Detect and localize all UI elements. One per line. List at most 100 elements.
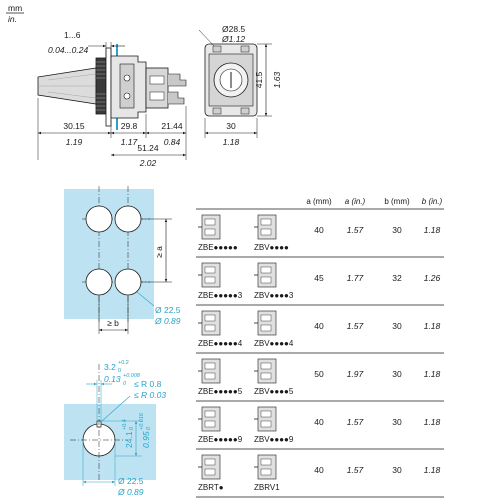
cutout-hole <box>85 268 113 296</box>
rear-view <box>204 43 258 117</box>
table-ref-primary: ZBRT● <box>198 483 224 492</box>
light-block-icon <box>254 454 277 480</box>
header-a-in: a (in.) <box>345 197 366 206</box>
table-ref-primary: ZBE●●●●●5 <box>198 387 243 396</box>
panel-range-mm: 1...6 <box>64 30 81 40</box>
table-cell-b-mm: 32 <box>392 273 402 283</box>
table-cell-a-mm: 40 <box>314 321 324 331</box>
dim-knob-in: 1.19 <box>66 137 83 147</box>
contact-block-icon <box>198 310 221 336</box>
key-tol-mm-minus: 0 <box>118 368 121 374</box>
panel-cutout-layout <box>64 186 154 322</box>
table-cell-b-in: 1.18 <box>424 321 441 331</box>
rear-height-in: 1.63 <box>272 71 282 88</box>
dim-total-in: 2.02 <box>139 158 157 168</box>
key-tol-in-plus: +0.008 <box>123 373 141 379</box>
table-cell-a-mm: 40 <box>314 465 324 475</box>
key-radius-in: ≤ R 0.03 <box>134 390 166 400</box>
depth-tol-in-minus: 0 <box>146 426 152 430</box>
contact-block-icon <box>198 358 221 384</box>
dim-body-in: 1.17 <box>121 137 138 147</box>
table-cell-b-in: 1.18 <box>424 465 441 475</box>
detail-hole-in: Ø 0.89 <box>117 487 144 497</box>
dim-total-mm: 51.24 <box>137 143 159 153</box>
table-cell-b-mm: 30 <box>392 225 402 235</box>
depth-mm: 24.1 <box>124 431 134 448</box>
detail-hole-mm: Ø 22.5 <box>118 476 144 486</box>
key-width-in: 0.13 <box>104 374 121 384</box>
dim-body-mm: 29.8 <box>121 121 138 131</box>
table-ref-primary: ZBE●●●●●4 <box>198 339 243 348</box>
dim-block-in: 0.84 <box>164 137 181 147</box>
table-cell-a-in: 1.57 <box>347 321 364 331</box>
front-view <box>37 44 187 130</box>
depth-tol-in-plus: +0.016 <box>139 412 145 430</box>
depth-tol-mm-plus: +0.4 <box>122 419 128 430</box>
cutout-hole <box>114 268 142 296</box>
cutout-hole <box>85 205 113 233</box>
contact-block-icon <box>198 406 221 432</box>
table-cell-a-in: 1.57 <box>347 417 364 427</box>
light-block-icon <box>254 214 277 240</box>
header-a-mm: a (mm) <box>306 197 332 206</box>
table-cell-a-mm: 50 <box>314 369 324 379</box>
depth-tol-mm-minus: 0 <box>129 427 135 430</box>
key-tol-mm-plus: +0.2 <box>118 360 129 366</box>
rear-height-mm: 41.5 <box>254 71 264 88</box>
panel-range-in: 0.04...0.24 <box>48 45 88 55</box>
light-block-icon <box>254 262 277 288</box>
table-cell-b-mm: 30 <box>392 417 402 427</box>
key-width-mm: 3.2 <box>104 362 116 372</box>
rear-dia-mm: Ø28.5 <box>222 24 245 34</box>
table-cell-b-mm: 30 <box>392 465 402 475</box>
table-ref-secondary: ZBRV1 <box>254 483 280 492</box>
header-b-in: b (in.) <box>422 197 443 206</box>
contact-block-icon <box>198 454 221 480</box>
light-block-icon <box>254 310 277 336</box>
cutout-hole <box>114 205 142 233</box>
table-ref-primary: ZBE●●●●● <box>198 243 238 252</box>
table-ref-secondary: ZBV●●●●3 <box>254 291 294 300</box>
table-ref-secondary: ZBV●●●●5 <box>254 387 294 396</box>
light-block-icon <box>254 406 277 432</box>
cutout-hole-in: Ø 0.89 <box>154 316 181 326</box>
table-cell-b-in: 1.18 <box>424 225 441 235</box>
cutout-hole-mm: Ø 22.5 <box>155 305 181 315</box>
table-cell-a-in: 1.97 <box>347 369 364 379</box>
table-ref-secondary: ZBV●●●● <box>254 243 289 252</box>
unit-in: in. <box>8 14 17 24</box>
dim-block-mm: 21.44 <box>161 121 183 131</box>
table-cell-b-in: 1.18 <box>424 417 441 427</box>
table-ref-primary: ZBE●●●●●9 <box>198 435 243 444</box>
table-cell-b-in: 1.26 <box>424 273 441 283</box>
cutout-a-label: ≥ a <box>154 246 164 258</box>
unit-mm: mm <box>8 3 22 13</box>
table-ref-secondary: ZBV●●●●9 <box>254 435 294 444</box>
table-cell-a-mm: 40 <box>314 225 324 235</box>
dim-knob-mm: 30.15 <box>63 121 85 131</box>
table-cell-a-in: 1.57 <box>347 225 364 235</box>
rear-dia-in: Ø1.12 <box>221 34 245 44</box>
table-cell-b-mm: 30 <box>392 369 402 379</box>
rear-width-mm: 30 <box>226 121 236 131</box>
cutout-b-label: ≥ b <box>107 318 119 328</box>
key-tol-in-minus: 0 <box>123 381 127 387</box>
contact-block-icon <box>198 214 221 240</box>
table-cell-b-in: 1.18 <box>424 369 441 379</box>
table-cell-a-in: 1.57 <box>347 465 364 475</box>
depth-in: 0.95 <box>141 431 151 448</box>
table-cell-b-mm: 30 <box>392 321 402 331</box>
table-cell-a-mm: 40 <box>314 417 324 427</box>
rear-width-in: 1.18 <box>223 137 240 147</box>
keyed-hole-detail <box>64 364 156 482</box>
table-cell-a-in: 1.77 <box>347 273 364 283</box>
contact-block-icon <box>198 262 221 288</box>
header-b-mm: b (mm) <box>384 197 410 206</box>
spacing-table: a (mm) a (in.) b (mm) b (in.) ZBE●●●●● ZB… <box>196 197 444 498</box>
light-block-icon <box>254 358 277 384</box>
table-cell-a-mm: 45 <box>314 273 324 283</box>
key-radius-mm: ≤ R 0.8 <box>134 379 162 389</box>
table-ref-primary: ZBE●●●●●3 <box>198 291 243 300</box>
table-ref-secondary: ZBV●●●●4 <box>254 339 294 348</box>
